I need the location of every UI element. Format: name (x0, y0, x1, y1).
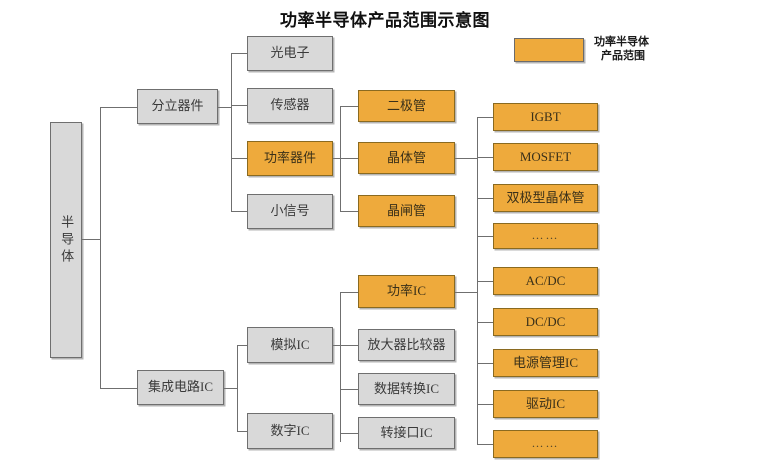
edge-discrete-to-sensor (231, 105, 247, 106)
node-driver-ic-label: 驱动IC (525, 395, 565, 411)
node-sensor-label: 传感器 (270, 97, 310, 113)
node-diode-label: 二极管 (386, 97, 426, 113)
edge-root-vertical (100, 107, 101, 388)
node-transistor-more[interactable]: …… (493, 223, 598, 249)
node-integrated-circuit[interactable]: 集成电路IC (137, 370, 224, 405)
node-transistor[interactable]: 晶体管 (358, 142, 455, 174)
node-transistor-more-label: …… (531, 228, 560, 243)
edge-powerics-to-dcdc (477, 322, 493, 323)
edge-transistor-to-bjt (477, 198, 493, 199)
node-discrete-devices-label: 分立器件 (151, 98, 204, 114)
node-thyristor[interactable]: 晶闸管 (358, 195, 455, 227)
edge-transistor-vertical (477, 117, 478, 441)
node-ac-dc-label: AC/DC (525, 272, 566, 288)
node-sensor[interactable]: 传感器 (247, 88, 333, 123)
edge-powerdevice-to-diode (340, 106, 358, 107)
edge-ic-vertical (237, 345, 238, 431)
edge-powerics-to-more (477, 444, 493, 445)
node-discrete-devices[interactable]: 分立器件 (137, 89, 218, 124)
node-bipolar-transistor[interactable]: 双极型晶体管 (493, 184, 598, 212)
page-title: 功率半导体产品范围示意图 (280, 11, 490, 30)
node-integrated-circuit-label: 集成电路IC (147, 379, 213, 395)
edge-powerics-to-driveric (477, 404, 493, 405)
edge-transistor-to-igbt (477, 117, 493, 118)
node-data-conversion-ic-label: 数据转换IC (373, 380, 439, 396)
edge-analog-vertical (340, 292, 341, 442)
edge-powerics-stub (455, 292, 478, 293)
edge-root-stub (82, 239, 101, 240)
node-power-management-ic-label: 电源管理IC (512, 354, 578, 370)
node-power-ic-more-label: …… (531, 436, 560, 451)
node-digital-ic[interactable]: 数字IC (247, 413, 333, 449)
edge-analog-stub (333, 345, 341, 346)
node-power-device-label: 功率器件 (263, 150, 316, 166)
node-driver-ic[interactable]: 驱动IC (493, 390, 598, 418)
node-optoelectronics[interactable]: 光电子 (247, 36, 333, 71)
edge-ic-to-digital (237, 431, 247, 432)
node-power-ic[interactable]: 功率IC (358, 275, 455, 308)
node-dc-dc[interactable]: DC/DC (493, 308, 598, 336)
node-amplifier-comparator[interactable]: 放大器比较器 (358, 329, 455, 361)
node-small-signal-label: 小信号 (270, 203, 310, 219)
node-power-device[interactable]: 功率器件 (247, 141, 333, 176)
edge-powerics-vertical (477, 281, 478, 444)
node-ac-dc[interactable]: AC/DC (493, 267, 598, 295)
node-bipolar-transistor-label: 双极型晶体管 (506, 189, 585, 205)
node-small-signal[interactable]: 小信号 (247, 194, 333, 229)
legend-label: 功率半导体 产品范围 (594, 36, 684, 64)
node-analog-ic-label: 模拟IC (270, 336, 310, 352)
edge-discrete-to-optoelec (231, 53, 247, 54)
node-power-ic-more[interactable]: …… (493, 430, 598, 458)
node-interface-ic[interactable]: 转接口IC (358, 417, 455, 449)
legend-color-swatch (514, 38, 584, 62)
node-mosfet[interactable]: MOSFET (493, 143, 598, 171)
node-igbt[interactable]: IGBT (493, 103, 598, 131)
edge-analog-to-interface (340, 433, 358, 434)
edge-discrete-vertical (231, 53, 232, 211)
edge-analog-to-amplifier (340, 345, 358, 346)
edge-powerdevice-to-transistor (340, 158, 358, 159)
legend-label-line2: 产品范围 (601, 49, 645, 62)
edge-analog-to-poweric (340, 292, 358, 293)
edge-discrete-to-powerdevice (231, 158, 247, 159)
node-semiconductor[interactable]: 半导体 (50, 122, 82, 358)
node-analog-ic[interactable]: 模拟IC (247, 327, 333, 363)
node-digital-ic-label: 数字IC (270, 422, 310, 438)
node-amplifier-comparator-label: 放大器比较器 (367, 336, 446, 352)
edge-powerdevice-stub (333, 158, 341, 159)
edge-root-to-ic (100, 388, 138, 389)
edge-discrete-stub (218, 107, 232, 108)
node-power-ic-label: 功率IC (386, 283, 426, 299)
edge-transistor-stub (455, 158, 478, 159)
node-power-management-ic[interactable]: 电源管理IC (493, 349, 598, 377)
node-thyristor-label: 晶闸管 (386, 202, 426, 218)
node-igbt-label: IGBT (530, 108, 561, 124)
node-transistor-label: 晶体管 (386, 149, 426, 165)
node-data-conversion-ic[interactable]: 数据转换IC (358, 373, 455, 405)
edge-transistor-to-mosfet (477, 157, 493, 158)
legend-label-line1: 功率半导体 (594, 36, 649, 48)
edge-discrete-to-smallsignal (231, 211, 247, 212)
node-semiconductor-label: 半导体 (59, 214, 75, 266)
edge-root-to-discrete (100, 107, 138, 108)
node-dc-dc-label: DC/DC (525, 313, 566, 329)
node-interface-ic-label: 转接口IC (380, 424, 433, 440)
edge-analog-to-dataconv (340, 389, 358, 390)
edge-ic-to-analog (237, 345, 247, 346)
node-optoelectronics-label: 光电子 (270, 45, 310, 61)
node-diode[interactable]: 二极管 (358, 90, 455, 122)
edge-ic-stub (224, 388, 238, 389)
edge-powerdevice-to-thyristor (340, 211, 358, 212)
node-mosfet-label: MOSFET (519, 148, 572, 164)
edge-transistor-to-more (477, 236, 493, 237)
edge-powerics-to-acdc (477, 281, 493, 282)
edge-powerics-to-pmic (477, 363, 493, 364)
